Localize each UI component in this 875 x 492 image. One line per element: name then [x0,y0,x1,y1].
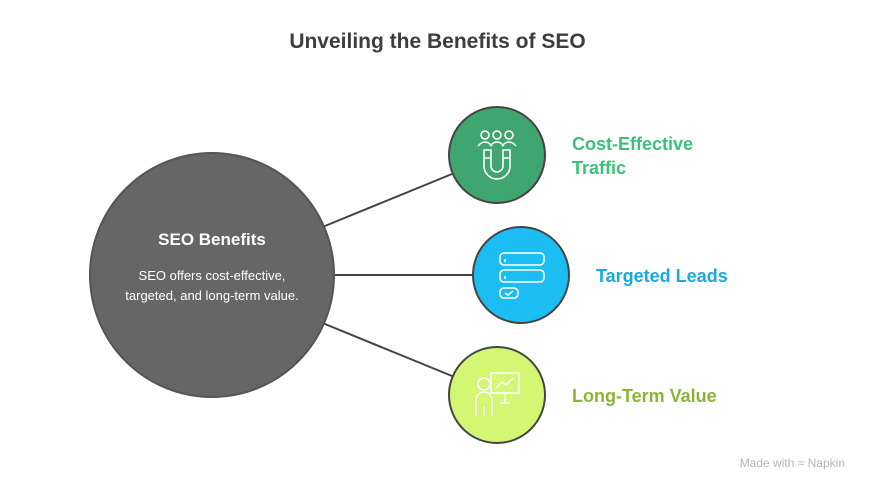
page-title: Unveiling the Benefits of SEO [289,30,586,53]
magnet-people-icon [477,130,517,180]
connector-1 [319,173,453,229]
circle-targeted-leads [472,226,570,324]
circle-long-term [448,346,546,444]
label-targeted-leads: Targeted Leads [596,266,728,286]
connector-3 [319,321,453,377]
presenter-chart-icon [475,372,520,416]
form-check-icon [499,252,545,299]
label-cost-effective-traffic: Cost-Effective Traffic [572,134,694,178]
center-description: SEO offers cost-effective, targeted, and… [125,268,299,303]
center-circle [89,152,335,398]
center-title: SEO Benefits [158,230,266,249]
napkin-watermark: Made with ≈ Napkin [739,456,845,470]
circle-cost-effective [448,106,546,204]
label-long-term-value: Long-Term Value [572,386,717,406]
